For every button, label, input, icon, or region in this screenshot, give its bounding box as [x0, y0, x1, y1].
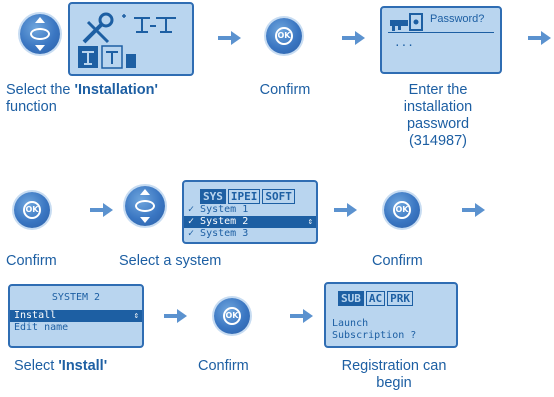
tab-ipei: IPEI: [227, 189, 261, 204]
navigator-button: [125, 186, 165, 226]
ok-button: OK: [266, 18, 302, 54]
subscription-line-2: Subscription ?: [332, 330, 417, 341]
password-prompt: Password?: [430, 13, 485, 25]
password-screen: Password? ...: [380, 6, 502, 74]
step2-caption: Confirm: [259, 82, 311, 98]
install-menu-screen: SYSTEM 2 Install⇕ Edit name: [8, 284, 144, 348]
flow-arrow: [334, 202, 358, 218]
list-item-selected: ✓ System 2⇕: [184, 216, 316, 228]
list-item: ✓ System 3: [188, 228, 249, 239]
step1-caption: Select the 'Installation' function: [6, 82, 158, 115]
step8-caption: Confirm: [198, 358, 249, 374]
navigator-center-icon: [135, 200, 155, 212]
tools-icon: [82, 12, 114, 44]
flow-arrow: [90, 202, 114, 218]
tab-ac: AC: [365, 291, 386, 306]
ok-button: OK: [214, 298, 250, 334]
key-icon: [390, 13, 423, 31]
scroll-indicator-icon: ⇕: [307, 217, 313, 227]
flow-arrow: [342, 30, 366, 46]
step5-caption: Select a system: [119, 253, 222, 269]
navigator-button: [20, 14, 60, 54]
flow-arrow: [528, 30, 552, 46]
step6-caption: Confirm: [372, 253, 423, 269]
antenna-network-icon: [122, 14, 176, 33]
up-arrow-icon: [35, 17, 45, 23]
installation-menu-screen: [68, 2, 194, 76]
tab-soft: SOFT: [262, 189, 295, 204]
flow-arrow: [218, 30, 242, 46]
navigator-center-icon: [30, 28, 50, 40]
flow-arrow: [290, 308, 314, 324]
list-item-selected: Install⇕: [10, 310, 142, 322]
flow-arrow: [164, 308, 188, 324]
subscription-line-1: Launch: [332, 318, 369, 329]
password-input-dots: ...: [394, 36, 414, 49]
list-item: Edit name: [14, 322, 69, 333]
scroll-indicator-icon: ⇕: [133, 311, 139, 321]
base-station-icon: [78, 45, 136, 69]
tab-sub: SUB: [338, 291, 364, 306]
tab-prk: PRK: [387, 291, 413, 306]
step7-caption: Select 'Install': [14, 358, 108, 374]
flow-arrow: [462, 202, 486, 218]
ok-label: OK: [277, 31, 291, 40]
down-arrow-icon: [35, 45, 45, 51]
down-arrow-icon: [140, 217, 150, 223]
step9-caption: Registration can begin: [341, 358, 447, 391]
up-arrow-icon: [140, 189, 150, 195]
list-item: ✓ System 1: [188, 204, 249, 215]
ok-button: OK: [384, 192, 420, 228]
tab-sys: SYS: [200, 189, 226, 204]
step3-caption: Enter the installation password (314987): [403, 82, 473, 149]
ok-button: OK: [14, 192, 50, 228]
step4-caption: Confirm: [6, 253, 57, 269]
screen-title: SYSTEM 2: [51, 292, 101, 303]
